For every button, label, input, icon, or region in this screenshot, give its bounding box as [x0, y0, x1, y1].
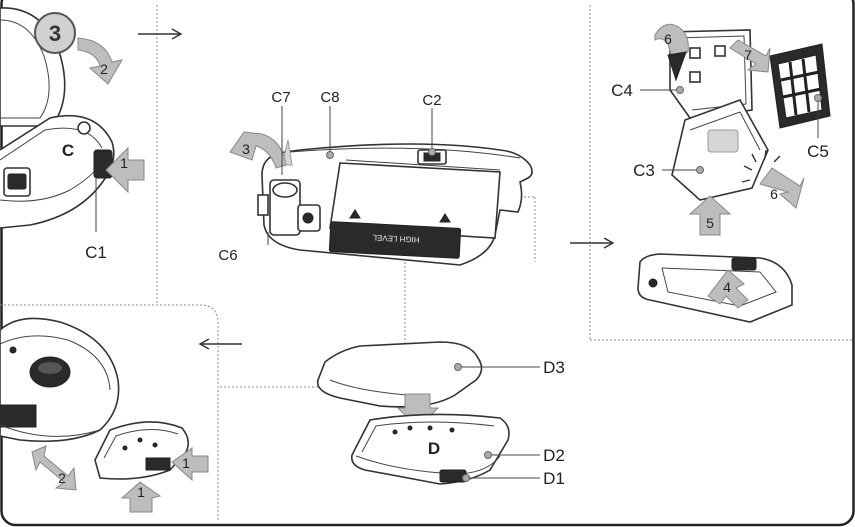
push-arrow-1-bottom-left: 1 — [120, 481, 162, 513]
push-arrow-6-bottom: 6 — [759, 167, 805, 209]
mop-bracket — [94, 421, 190, 480]
step-badge: 3 — [34, 12, 76, 54]
label-c4: C4 — [611, 81, 633, 100]
push-arrow-5: 5 — [688, 195, 732, 236]
step-number: 3 — [49, 21, 61, 46]
rotate-arrow-2-top: 2 — [77, 37, 123, 85]
svg-text:4: 4 — [723, 279, 731, 295]
svg-text:1: 1 — [137, 484, 145, 500]
mop-cloth — [316, 341, 483, 408]
push-arrow-7: 7 — [729, 39, 771, 73]
push-arrow-1-top: 1 — [105, 146, 145, 194]
label-c3: C3 — [633, 161, 655, 180]
svg-text:7: 7 — [744, 47, 752, 63]
label-d3: D3 — [543, 358, 565, 377]
push-arrow-4: 4 — [707, 269, 749, 309]
flow-arrow-right-top — [138, 28, 183, 40]
svg-text:1: 1 — [182, 455, 190, 471]
label-c7: C7 — [271, 89, 290, 106]
label-c2: C2 — [422, 92, 441, 109]
label-d: D — [428, 439, 440, 458]
mop-plate — [350, 413, 510, 485]
label-d2: D2 — [543, 446, 565, 465]
move-arrow-2-bottom: 2 — [31, 445, 77, 491]
robot-with-bracket — [0, 317, 120, 443]
svg-text:5: 5 — [706, 215, 714, 231]
hepa-filter — [769, 43, 831, 129]
rotate-arrow-6-top: 6 — [654, 23, 689, 82]
label-c8: C8 — [320, 89, 339, 106]
filter-housing — [671, 99, 769, 201]
rotate-arrow-3: 3 — [229, 131, 287, 169]
svg-text:6: 6 — [664, 31, 672, 47]
label-c: C — [62, 141, 74, 160]
svg-text:2: 2 — [58, 470, 66, 486]
panel-bottom-left-outline — [0, 304, 219, 520]
svg-text:3: 3 — [242, 141, 250, 157]
svg-text:6: 6 — [770, 186, 778, 202]
svg-text:2: 2 — [100, 61, 108, 77]
dustbin-tank: HIGH LEVEL — [257, 139, 533, 266]
label-c1: C1 — [85, 243, 107, 262]
label-c6: C6 — [218, 247, 237, 264]
flow-arrow-left-bottom — [198, 338, 242, 350]
svg-text:1: 1 — [120, 155, 128, 171]
label-c5: C5 — [807, 142, 829, 161]
click-burst — [741, 149, 781, 183]
flow-arrow-right-mid — [570, 237, 615, 249]
push-arrow-1-bottom-right: 1 — [171, 447, 209, 482]
label-d1: D1 — [543, 469, 565, 488]
tank-level-text: HIGH LEVEL — [372, 233, 420, 244]
